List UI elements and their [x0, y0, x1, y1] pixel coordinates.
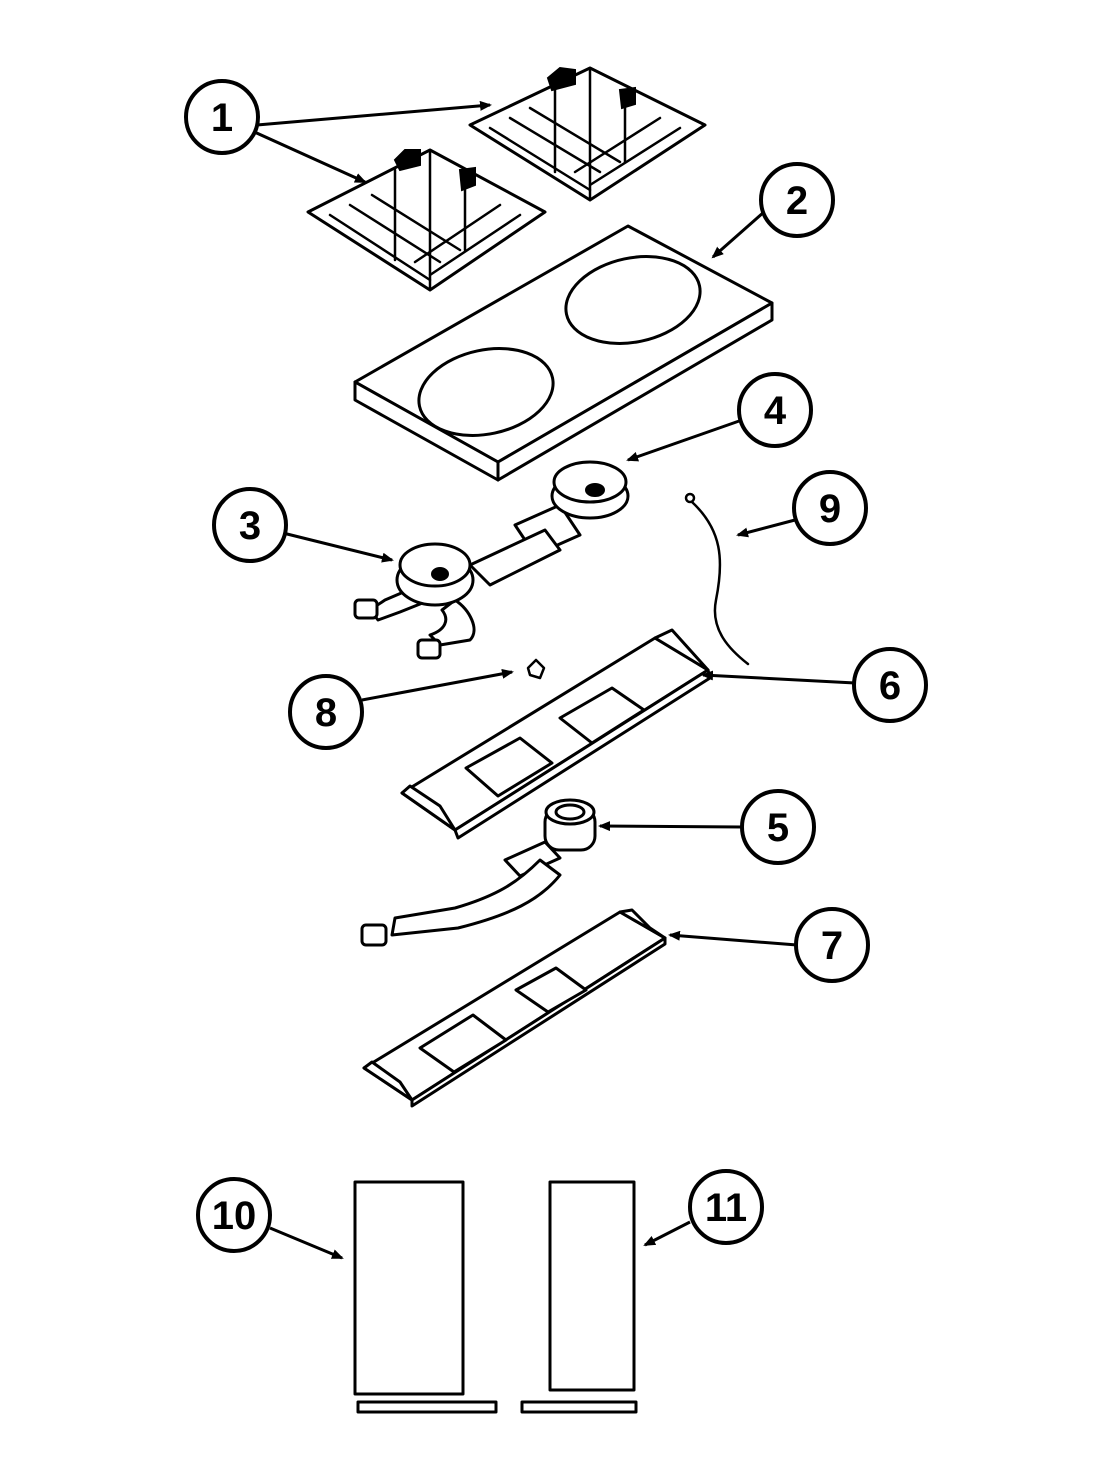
callout-label: 1	[211, 96, 233, 140]
callout-5: 5	[740, 789, 816, 865]
callout-11: 11	[688, 1169, 764, 1245]
callout-10: 10	[196, 1177, 272, 1253]
cooktop-panel	[353, 224, 774, 482]
callout-label: 11	[705, 1186, 747, 1230]
leader-lines	[249, 100, 856, 1260]
callout-2: 2	[759, 162, 835, 238]
callout-label: 7	[821, 924, 843, 968]
leader-1b	[249, 128, 367, 184]
callout-label: 2	[786, 179, 808, 223]
callout-6: 6	[852, 647, 928, 723]
leader-11	[643, 1220, 691, 1247]
side-panel-right	[520, 1180, 638, 1414]
thermocouple-wire	[684, 492, 750, 666]
callout-label: 8	[315, 691, 337, 735]
burner-tray-upper	[400, 628, 712, 840]
burner-grate-left	[306, 148, 547, 292]
callout-7: 7	[794, 907, 870, 983]
callout-label: 6	[879, 664, 901, 708]
leader-8	[361, 668, 514, 702]
callout-label: 10	[212, 1194, 257, 1238]
leader-6	[701, 670, 856, 685]
burner-grate-right	[468, 66, 707, 202]
leader-5	[598, 821, 743, 832]
leader-10	[269, 1226, 344, 1260]
callout-label: 9	[819, 487, 841, 531]
callout-8: 8	[288, 674, 364, 750]
side-panel-left	[353, 1180, 498, 1414]
single-burner	[360, 798, 597, 947]
callout-9: 9	[792, 470, 868, 546]
callout-4: 4	[737, 372, 813, 448]
callout-1: 1	[184, 79, 260, 155]
leader-3	[282, 531, 394, 563]
callout-label: 4	[764, 389, 787, 433]
burner-tray-lower	[362, 908, 667, 1108]
leader-4	[626, 418, 743, 462]
leader-1a	[256, 100, 492, 127]
leader-2	[711, 210, 765, 259]
igniter-clip	[526, 658, 546, 680]
burner-head-left	[353, 528, 562, 660]
callout-label: 3	[239, 504, 261, 548]
callout-3: 3	[212, 487, 288, 563]
callout-label: 5	[767, 806, 789, 850]
leader-7	[668, 930, 798, 947]
leader-9	[736, 518, 796, 538]
